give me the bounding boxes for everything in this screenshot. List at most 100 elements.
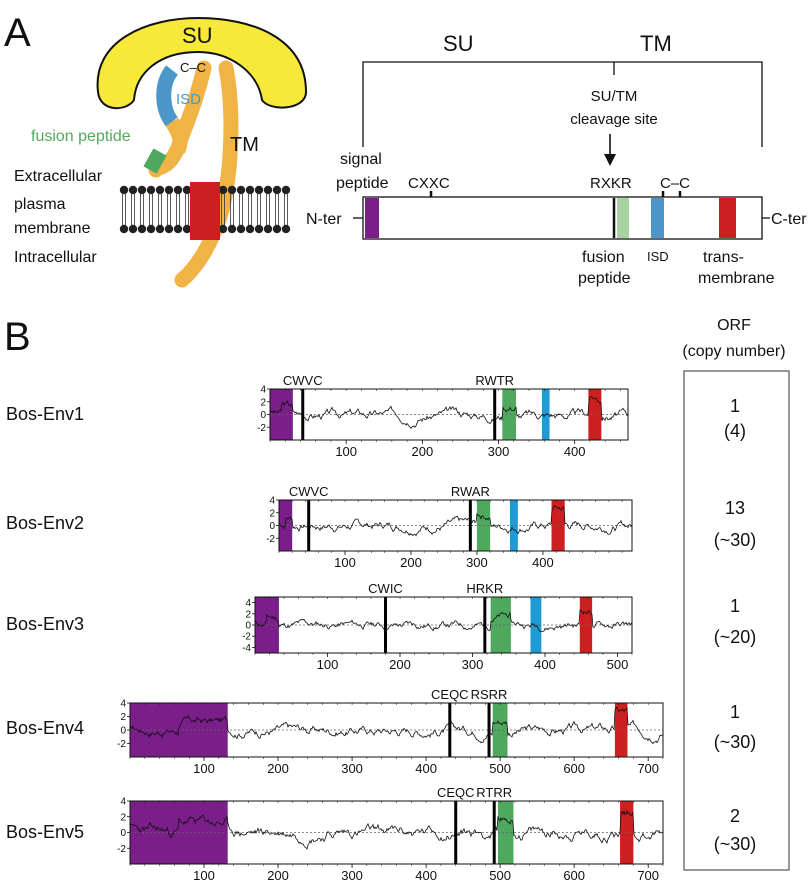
y-tick-label: 2 (245, 609, 251, 620)
lipid-head (245, 224, 255, 234)
lipid-head (155, 185, 165, 195)
x-tick-label: 500 (607, 657, 629, 672)
x-tick-label: 600 (563, 761, 585, 776)
x-tick-label: 100 (193, 761, 215, 776)
x-tick-label: 500 (489, 868, 511, 883)
fusion-label-2: peptide (578, 270, 631, 287)
nter-label: N-ter (306, 211, 342, 228)
x-tick-label: 400 (415, 761, 437, 776)
signal-label-1: signal (340, 151, 382, 168)
orf-count: 1 (730, 702, 740, 722)
signal-peptide-box (365, 198, 379, 238)
fusion-label-1: fusion (582, 249, 625, 266)
lipid-head (155, 224, 165, 234)
x-tick-label: 100 (193, 868, 215, 883)
cleavage-label-1: SU/TM (591, 88, 638, 105)
row-name: Bos-Env3 (6, 614, 84, 634)
cleavage-label-2: cleavage site (570, 111, 658, 128)
motif-label: RTRR (476, 785, 512, 800)
cc-label: C–C (660, 175, 690, 192)
y-tick-label: -2 (242, 632, 251, 643)
panel-a-letter: A (4, 11, 31, 55)
signal-label-2: peptide (336, 175, 389, 192)
y-tick-label: 2 (120, 712, 126, 723)
su-tm-bracket (362, 61, 763, 147)
motif-label: CWVC (289, 484, 329, 499)
x-tick-label: 700 (637, 761, 659, 776)
signal-peptide-band (270, 389, 293, 440)
x-tick-label: 200 (389, 657, 411, 672)
motif-label: HRKR (466, 581, 503, 596)
fusion-peptide-box (617, 198, 629, 238)
y-tick-label: 2 (260, 397, 266, 408)
orf-count: 2 (730, 806, 740, 826)
isd-band (509, 500, 518, 551)
cartoon-cc-label: C–C (180, 60, 206, 75)
lipid-head (263, 224, 273, 234)
tm-strand (174, 60, 239, 288)
lipid-head (218, 185, 228, 195)
y-tick-label: 0 (120, 828, 126, 839)
env-protein-bar (362, 196, 763, 240)
y-tick-label: 0 (120, 726, 126, 737)
x-tick-label: 400 (415, 868, 437, 883)
lipid-head (272, 185, 282, 195)
lipid-head (164, 224, 174, 234)
x-tick-label: 600 (563, 868, 585, 883)
hydropathy-line (129, 809, 664, 850)
copy-number: (~30) (714, 732, 757, 752)
lipid-head (281, 185, 291, 195)
x-tick-label: 300 (462, 657, 484, 672)
lipid-head (254, 185, 264, 195)
copy-number-header: (copy number) (682, 343, 785, 360)
fusion-peptide-band (497, 801, 514, 864)
orf-header: ORF (717, 317, 751, 334)
lipid-head (227, 185, 237, 195)
motif-label: CEQC (431, 687, 469, 702)
signal-peptide-band (255, 597, 279, 653)
lipid-head (146, 185, 156, 195)
lipid-head (164, 185, 174, 195)
cxxc-label: CXXC (408, 175, 450, 192)
isd-band (541, 389, 550, 440)
hydropathy-line (278, 505, 633, 537)
extracellular-label: Extracellular (14, 168, 103, 185)
cartoon-fusion-label: fusion peptide (31, 128, 131, 145)
lipid-head (245, 185, 255, 195)
lipid-head (128, 224, 138, 234)
hydropathy-line (129, 706, 664, 745)
orf-count: 1 (730, 396, 740, 416)
trans-label-2: membrane (698, 270, 775, 287)
transmembrane-block (190, 182, 220, 240)
x-tick-label: 700 (637, 868, 659, 883)
y-tick-label: 4 (260, 385, 266, 396)
y-tick-label: 0 (245, 621, 251, 632)
x-tick-label: 500 (489, 761, 511, 776)
lipid-head (227, 224, 237, 234)
membrane-label: membrane (14, 220, 91, 237)
lipid-head (119, 185, 129, 195)
env-schematic: SU TM SU/TM cleavage site signal peptide… (306, 31, 807, 287)
x-tick-label: 400 (534, 657, 556, 672)
x-tick-label: 200 (411, 444, 433, 459)
lipid-head (119, 224, 129, 234)
transmembrane-box (719, 198, 736, 238)
x-tick-label: 300 (341, 868, 363, 883)
copy-number: (~30) (714, 834, 757, 854)
lipid-head (173, 224, 183, 234)
lipid-head (182, 185, 192, 195)
y-tick-label: -2 (117, 844, 126, 855)
lipid-head (281, 224, 291, 234)
y-tick-label: 2 (269, 508, 275, 519)
x-tick-label: 100 (334, 555, 356, 570)
y-tick-label: 4 (120, 797, 126, 808)
transmembrane-band (551, 500, 565, 551)
fusion-peptide-band (492, 703, 508, 757)
hydropathy-line (254, 609, 633, 632)
lipid-head (236, 224, 246, 234)
